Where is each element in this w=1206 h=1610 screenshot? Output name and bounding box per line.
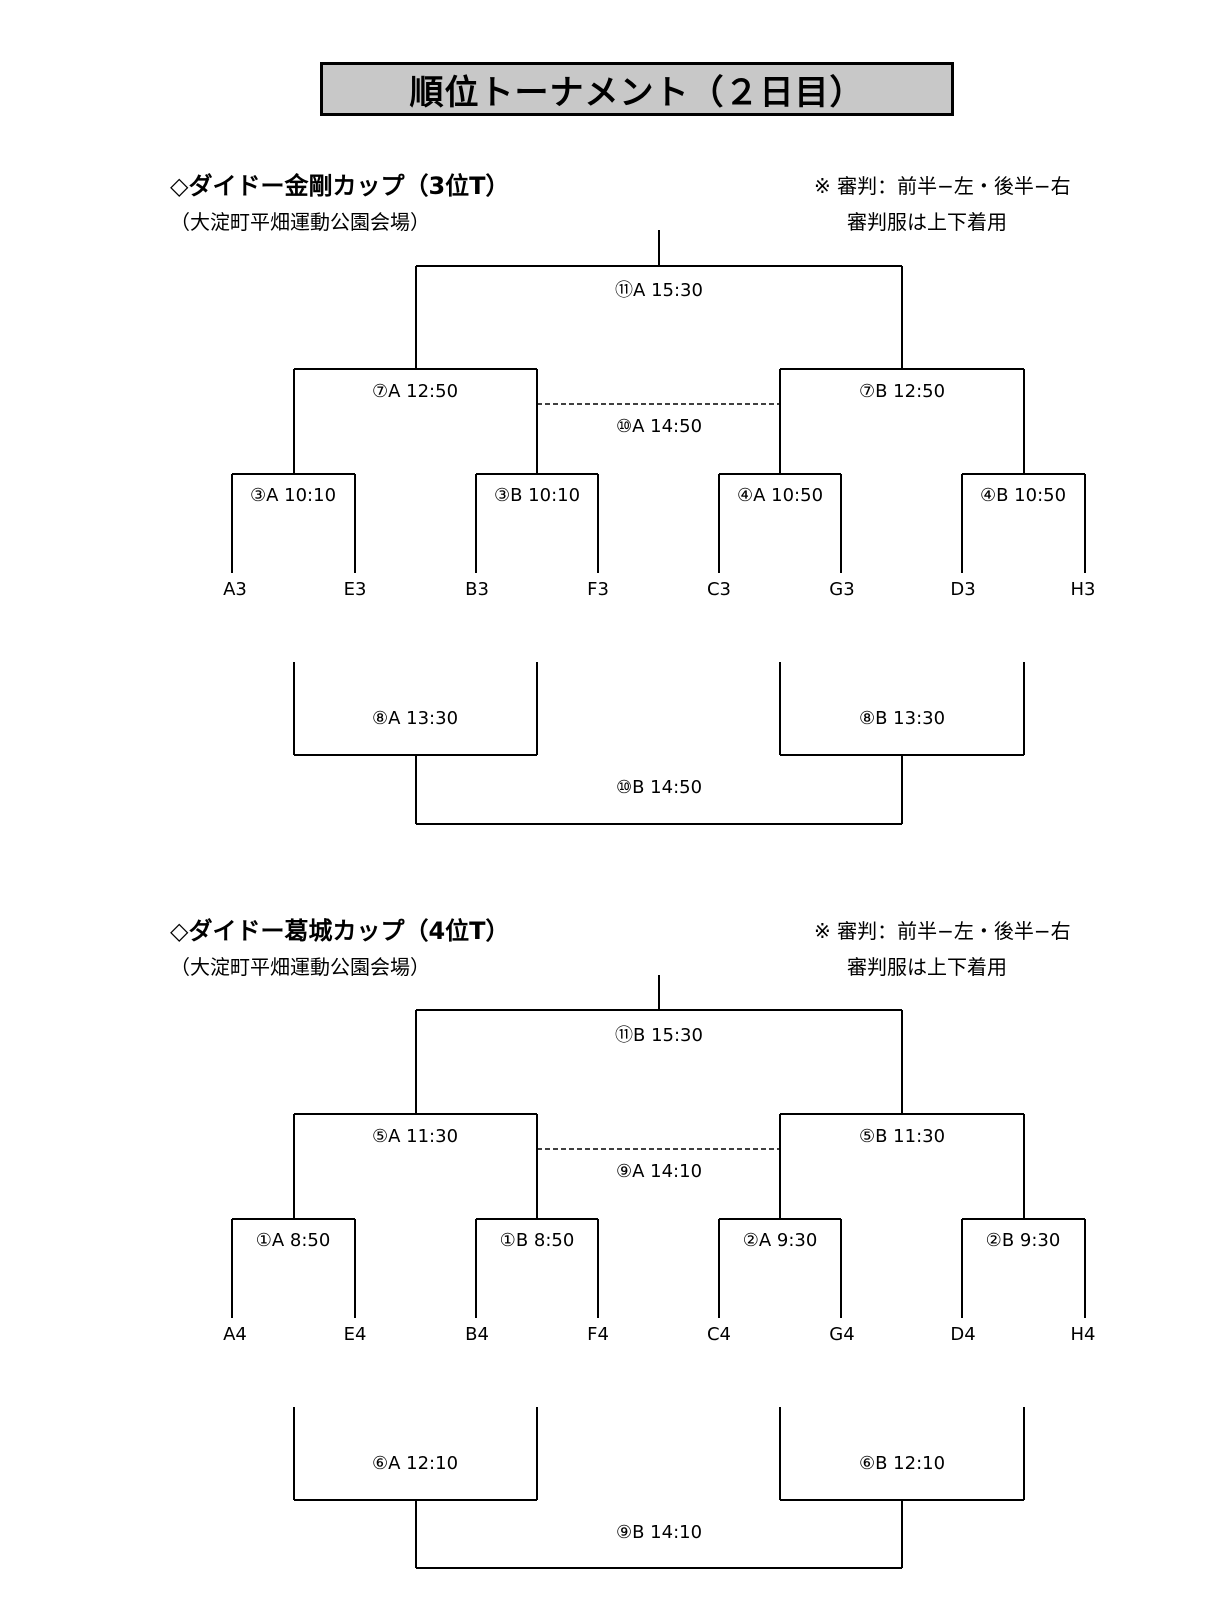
team-label: H3 xyxy=(1070,579,1096,600)
team-label: H4 xyxy=(1070,1324,1096,1345)
team-label: G3 xyxy=(829,579,855,600)
match-consolation-left: ⑧A 13:30 xyxy=(371,708,459,729)
match-qf-2: ③B 10:10 xyxy=(493,485,581,506)
team-label: A4 xyxy=(223,1324,247,1345)
match-semi-right: ⑤B 11:30 xyxy=(858,1126,946,1147)
match-consolation-final: ⑩B 14:50 xyxy=(615,777,703,798)
uniform-note: 審判服は上下着用 xyxy=(847,210,1007,234)
venue-label: （大淀町平畑運動公園会場） xyxy=(170,955,430,979)
match-qf-3: ④A 10:50 xyxy=(736,485,824,506)
referee-note: ※ 審判：前半−左・後半−右 xyxy=(814,174,1071,198)
section-heading: ◇ダイドー葛城カップ（4位T） xyxy=(170,917,510,945)
match-qf-4: ②B 9:30 xyxy=(985,1230,1061,1251)
match-qf-1: ③A 10:10 xyxy=(249,485,337,506)
match-semi-left: ⑦A 12:50 xyxy=(371,381,459,402)
match-consolation-left: ⑥A 12:10 xyxy=(371,1453,459,1474)
team-label: C4 xyxy=(706,1324,732,1345)
team-label: E4 xyxy=(343,1324,367,1345)
team-label: F4 xyxy=(587,1324,609,1345)
match-qf-4: ④B 10:50 xyxy=(979,485,1067,506)
match-consolation-right: ⑧B 13:30 xyxy=(858,708,946,729)
team-label: G4 xyxy=(829,1324,855,1345)
match-third-place: ⑨A 14:10 xyxy=(615,1161,703,1182)
match-qf-1: ①A 8:50 xyxy=(255,1230,331,1251)
team-label: D3 xyxy=(950,579,976,600)
venue-label: （大淀町平畑運動公園会場） xyxy=(170,210,430,234)
match-semi-left: ⑤A 11:30 xyxy=(371,1126,459,1147)
uniform-note: 審判服は上下着用 xyxy=(847,955,1007,979)
team-label: D4 xyxy=(950,1324,976,1345)
team-label: C3 xyxy=(706,579,732,600)
match-qf-2: ①B 8:50 xyxy=(499,1230,575,1251)
team-label: E3 xyxy=(343,579,367,600)
match-qf-3: ②A 9:30 xyxy=(742,1230,818,1251)
match-final: ⑪B 15:30 xyxy=(615,1025,703,1046)
match-semi-right: ⑦B 12:50 xyxy=(858,381,946,402)
referee-note: ※ 審判：前半−左・後半−右 xyxy=(814,919,1071,943)
match-third-place: ⑩A 14:50 xyxy=(615,416,703,437)
team-label: A3 xyxy=(223,579,247,600)
match-consolation-right: ⑥B 12:10 xyxy=(858,1453,946,1474)
match-consolation-final: ⑨B 14:10 xyxy=(615,1522,703,1543)
team-label: B4 xyxy=(465,1324,489,1345)
page-title: 順位トーナメント（２日目） xyxy=(320,62,954,116)
match-final: ⑪A 15:30 xyxy=(615,280,703,301)
team-label: B3 xyxy=(465,579,489,600)
team-label: F3 xyxy=(587,579,609,600)
section-heading: ◇ダイドー金剛カップ（3位T） xyxy=(170,172,510,200)
